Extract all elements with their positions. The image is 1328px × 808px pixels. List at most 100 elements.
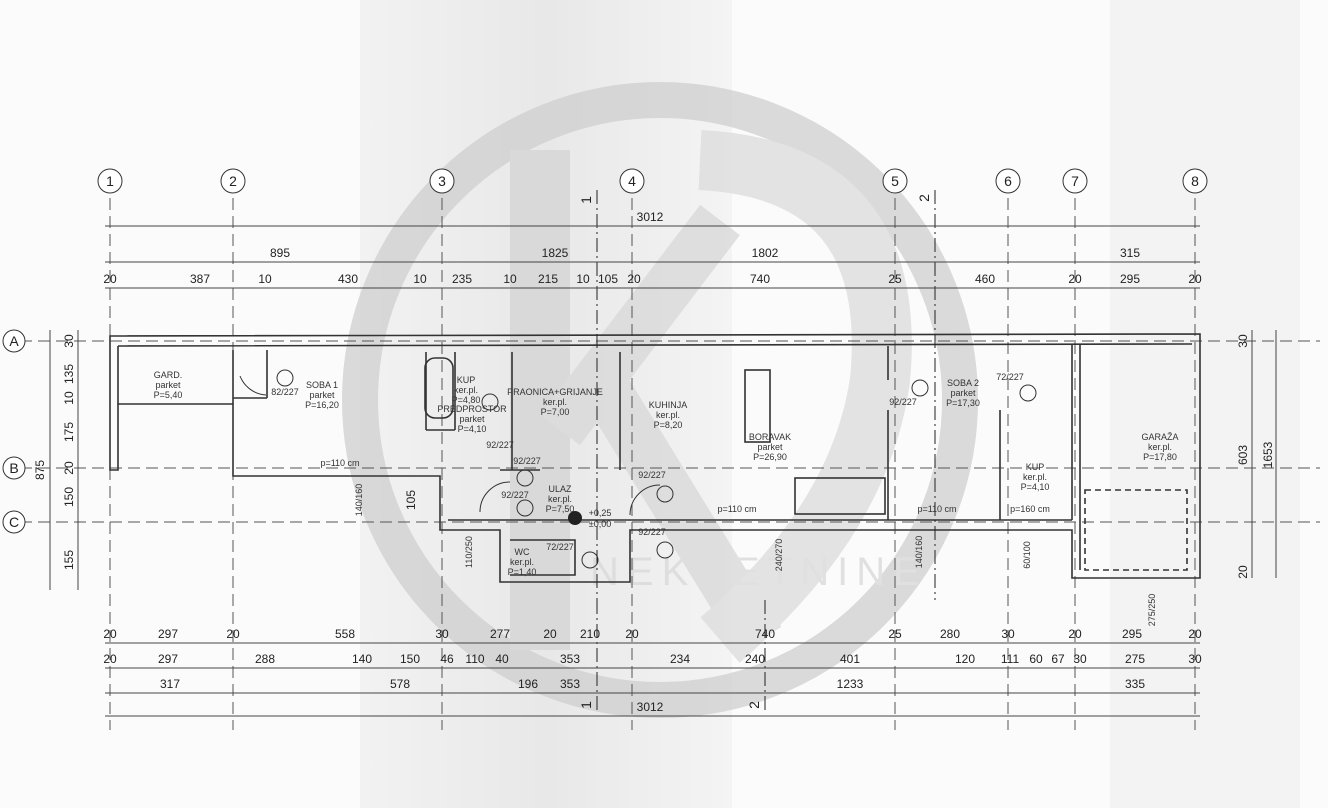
dimension-label: 40	[495, 652, 509, 666]
window-height: 240/270	[774, 539, 784, 572]
dimension-label: 895	[270, 246, 290, 260]
dimension-label: 105	[404, 490, 418, 510]
dimension-label: 297	[158, 652, 178, 666]
section-marker: 1	[578, 701, 594, 709]
grid-row-label: B	[9, 460, 18, 476]
dimension-label: 578	[390, 677, 410, 691]
grid-axis-label: 3	[438, 173, 446, 189]
dimension-label: 10	[258, 272, 272, 286]
dimension-label: 288	[255, 652, 275, 666]
door-label: 72/227	[996, 372, 1024, 382]
dimension-label: 295	[1120, 272, 1140, 286]
dimension-label: 20	[103, 652, 117, 666]
grid-axis-bubble	[1062, 168, 1088, 194]
section-marker: 2	[916, 194, 932, 202]
grid-axis-bubble	[995, 168, 1021, 194]
room-floor: ker.pl.	[543, 397, 567, 407]
dimension-label: 20	[1068, 627, 1082, 641]
room-name: GARD.	[154, 370, 183, 380]
dimension-label: 20	[226, 627, 240, 641]
dimension-label: 558	[335, 627, 355, 641]
dimension-label: 315	[1120, 246, 1140, 260]
room-floor: parket	[950, 388, 976, 398]
room-name: KUHINJA	[649, 400, 688, 410]
dimension-label: 1653	[1261, 441, 1275, 468]
dimension-total: 875	[33, 460, 47, 480]
dimension-label: 30	[1236, 334, 1250, 348]
window-label: p=110 cm	[917, 504, 956, 514]
dimension-label: 317	[160, 677, 180, 691]
room-name: KUP	[1026, 462, 1045, 472]
dimension-label: 20	[1068, 272, 1082, 286]
section-marker: 2	[746, 701, 762, 709]
dimension-label: 30	[1188, 652, 1202, 666]
grid-axis-bubble	[619, 168, 645, 194]
room-floor: ker.pl.	[1148, 442, 1172, 452]
grid-row-bubble	[2, 456, 26, 480]
room-name: PREDPROSTOR	[437, 404, 507, 414]
dimension-total: 3012	[637, 210, 664, 224]
room-floor: parket	[459, 414, 485, 424]
room-area: P=16,20	[305, 400, 339, 410]
room-area: P=8,20	[654, 420, 683, 430]
dimension-label: 135	[62, 364, 76, 384]
room-area: P=4,80	[452, 395, 481, 405]
scan-shadow-band	[1110, 0, 1300, 808]
window-height: 140/160	[914, 536, 924, 569]
dimension-label: 335	[1125, 677, 1145, 691]
dimension-label: 175	[62, 422, 76, 442]
dimension-label: 20	[543, 627, 557, 641]
dimension-label: 67	[1051, 652, 1065, 666]
dimension-label: 401	[840, 652, 860, 666]
watermark-logo: NEKRETNINE	[342, 82, 978, 718]
dimension-label: 10	[576, 272, 590, 286]
grid-row-bubble	[2, 510, 26, 534]
grid-axis-bubble	[429, 168, 455, 194]
grid-axis-label: 4	[628, 173, 636, 189]
section-marker: 1	[578, 196, 594, 204]
grid-axis-bubble	[1182, 168, 1208, 194]
room-name: BORAVAK	[749, 432, 791, 442]
level-mark: +0,25	[589, 508, 612, 518]
room-area: P=7,00	[541, 407, 570, 417]
dimension-label: 275	[1125, 652, 1145, 666]
grid-axis-label: 8	[1191, 173, 1199, 189]
dimension-label: 277	[490, 627, 510, 641]
dimension-label: 235	[452, 272, 472, 286]
dimension-label: 603	[1236, 445, 1250, 465]
window-height: 140/160	[354, 484, 364, 517]
dimension-label: 295	[1122, 627, 1142, 641]
room-name: SOBA 1	[306, 380, 338, 390]
grid-axis-bubble	[97, 168, 123, 194]
dimension-label: 155	[62, 550, 76, 570]
window-label: p=110 cm	[717, 504, 756, 514]
room-floor: ker.pl.	[548, 494, 572, 504]
room-name: WC	[515, 547, 530, 557]
dimension-label: 10	[62, 391, 76, 405]
dimension-label: 240	[745, 652, 765, 666]
room-name: ULAZ	[548, 484, 572, 494]
dimension-label: 140	[352, 652, 372, 666]
window-label: p=160 cm	[1010, 504, 1050, 514]
room-floor: ker.pl.	[454, 385, 478, 395]
room-area: P=17,30	[946, 398, 980, 408]
walls	[109, 333, 1201, 583]
dimension-label: 297	[158, 627, 178, 641]
dimension-label: 353	[560, 652, 580, 666]
grid-row-bubble	[2, 329, 26, 353]
dimension-label: 20	[62, 461, 76, 475]
grid-axis-label: 1	[106, 173, 114, 189]
dimension-label: 20	[103, 272, 117, 286]
dimension-label: 20	[1188, 272, 1202, 286]
grid-axis-bubble	[220, 168, 246, 194]
room-area: P=7,50	[546, 504, 575, 514]
window-height: 60/100	[1022, 541, 1032, 569]
